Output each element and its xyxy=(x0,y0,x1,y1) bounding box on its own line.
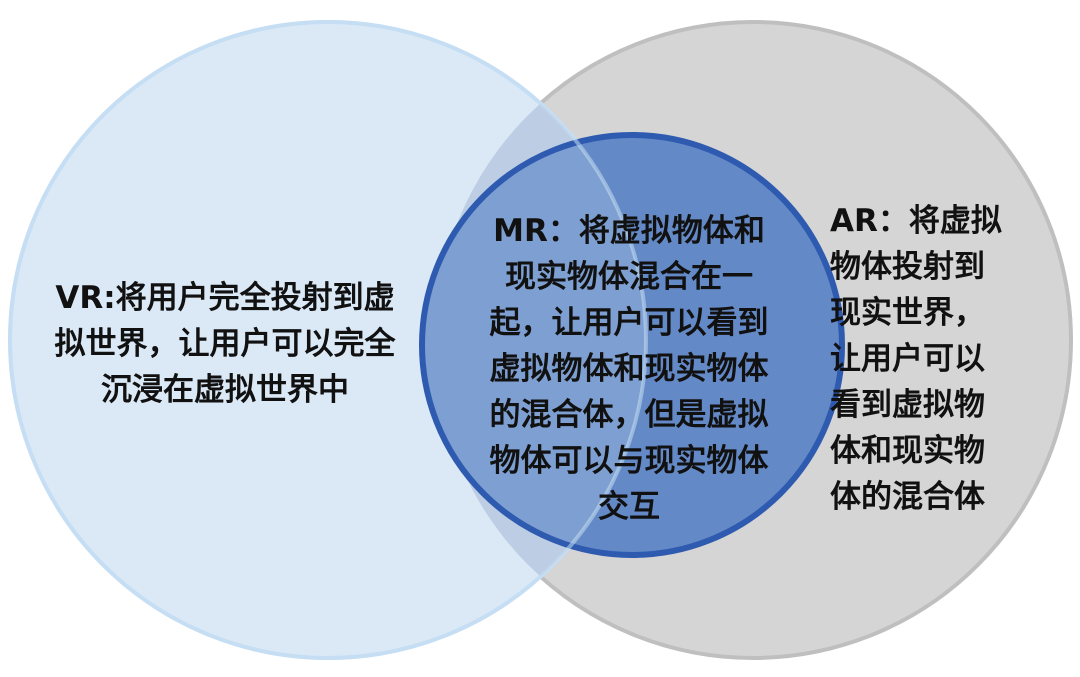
ar-description-line: AR：将虚拟 xyxy=(830,203,1002,239)
mr-description-line: 的混合体，但是虚拟 xyxy=(489,397,769,433)
mr-description-line: MR：将虚拟物体和 xyxy=(493,213,765,249)
vr-description-line: VR:将用户完全投射到虚 xyxy=(55,280,395,316)
mr-description-line: 交互 xyxy=(598,489,660,525)
ar-description-line: 物体投射到 xyxy=(830,249,985,285)
vr-description-line: 沉浸在虚拟世界中 xyxy=(101,372,349,408)
mr-description-line: 物体可以与现实物体 xyxy=(489,443,769,479)
ar-description-line: 体和现实物 xyxy=(830,433,985,469)
ar-description: AR：将虚拟 物体投射到 现实世界， 让用户可以 看到虚拟物 体和现实物 体的混… xyxy=(830,198,1045,520)
mr-description-line: 现实物体混合在一 xyxy=(505,259,753,295)
ar-description-line: 现实世界， xyxy=(830,295,985,331)
mr-description-line: 起，让用户可以看到 xyxy=(489,305,769,341)
ar-description-line: 看到虚拟物 xyxy=(830,387,985,423)
ar-description-line: 体的混合体 xyxy=(830,479,985,515)
mr-description: MR：将虚拟物体和 现实物体混合在一 起，让用户可以看到 虚拟物体和现实物体 的… xyxy=(462,208,796,530)
mr-description-line: 虚拟物体和现实物体 xyxy=(489,351,769,387)
mr-circle xyxy=(419,132,845,558)
vr-circle-outline xyxy=(8,20,648,660)
ar-description-line: 让用户可以 xyxy=(830,341,985,377)
vr-description: VR:将用户完全投射到虚 拟世界，让用户可以完全 沉浸在虚拟世界中 xyxy=(20,275,430,413)
vr-description-line: 拟世界，让用户可以完全 xyxy=(54,326,396,362)
